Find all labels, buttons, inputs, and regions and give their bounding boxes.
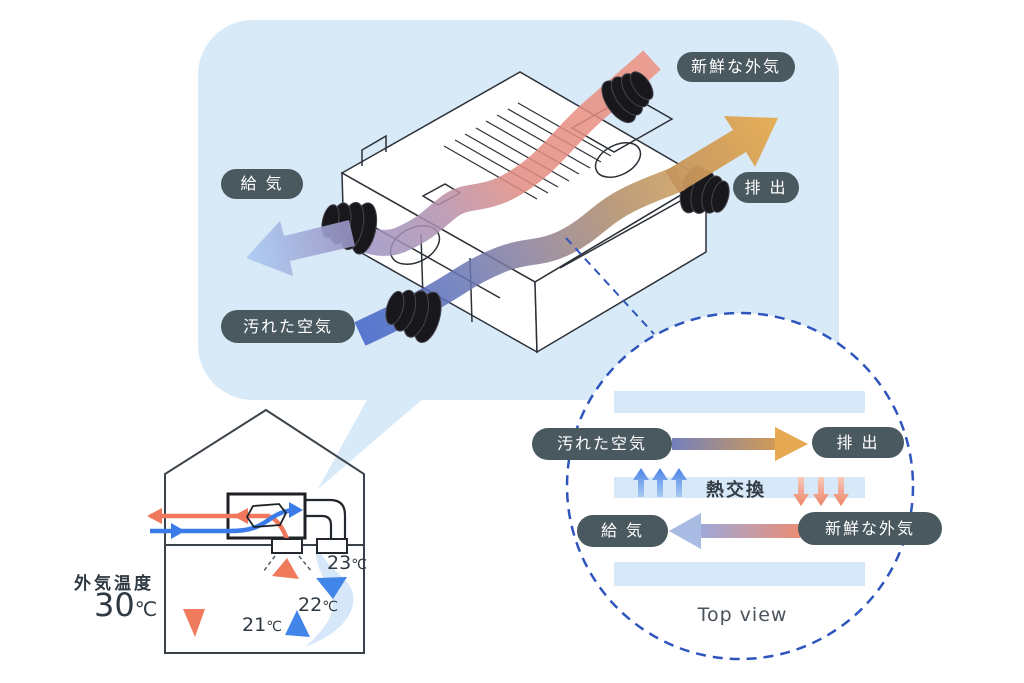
room-temp-21-value: 21 bbox=[242, 614, 267, 636]
house-outline bbox=[164, 408, 365, 654]
top-view-fresh-air-badge: 新鮮な外気 bbox=[798, 512, 942, 545]
room-temp-21-unit: ℃ bbox=[266, 619, 282, 635]
exhaust-arrow bbox=[665, 116, 778, 193]
room-temp-22: 22℃ bbox=[298, 594, 338, 616]
top-view-dashed-circle bbox=[565, 311, 915, 661]
warm-air-suction-triangle bbox=[272, 558, 299, 579]
supply-gradient-arrow-body bbox=[701, 524, 800, 538]
exhaust-badge: 排 出 bbox=[733, 172, 799, 203]
fresh-outdoor-air-badge: 新鮮な外気 bbox=[677, 52, 795, 82]
heat-up-arrows bbox=[633, 468, 687, 497]
outdoor-temp-unit: ℃ bbox=[134, 597, 158, 621]
cool-air-triangle-lower bbox=[285, 610, 310, 637]
intake-arrowhead-outer bbox=[171, 523, 185, 539]
top-view-diagram bbox=[565, 311, 915, 661]
cool-air-swoosh bbox=[305, 553, 354, 647]
fresh-air-band bbox=[342, 50, 661, 256]
dirty-air-duct-icon bbox=[385, 289, 442, 344]
heat-exchanger-ridges bbox=[443, 102, 612, 200]
top-view-supply-badge: 給 気 bbox=[577, 515, 668, 547]
fresh-air-duct-icon bbox=[601, 71, 654, 124]
outdoor-temp-number: 30 bbox=[94, 586, 135, 624]
intake-arrowhead-inner bbox=[289, 502, 303, 518]
heat-down-arrows bbox=[793, 477, 849, 506]
suction-dashes bbox=[262, 555, 313, 573]
exhaust-fan bbox=[594, 142, 642, 178]
room-temp-21: 21℃ bbox=[242, 614, 282, 636]
supply-air-badge: 給 気 bbox=[221, 169, 303, 199]
outdoor-temp-value: 30℃ bbox=[94, 586, 157, 624]
room-temp-22-value: 22 bbox=[298, 594, 323, 616]
top-view-dirty-air-badge: 汚れた空気 bbox=[532, 428, 672, 460]
heat-bar-top bbox=[614, 391, 865, 413]
duct-pipe bbox=[305, 498, 347, 539]
top-view-caption: Top view bbox=[697, 604, 788, 626]
exhaust-arrowhead-inner bbox=[233, 508, 248, 524]
room-temp-23-unit: ℃ bbox=[351, 557, 367, 573]
ceiling-vent-left bbox=[271, 538, 303, 554]
bubble-tail bbox=[318, 398, 424, 489]
exhaust-gradient-arrow-head bbox=[775, 427, 808, 461]
top-view-exhaust-badge: 排 出 bbox=[812, 427, 904, 458]
exhaust-gradient-arrow-body bbox=[672, 438, 775, 450]
exhaust-arrowhead-outer bbox=[147, 508, 162, 524]
room-temp-22-unit: ℃ bbox=[322, 599, 338, 615]
heat-bar-bottom bbox=[614, 562, 865, 586]
heat-exchange-label: 熱交換 bbox=[706, 480, 766, 501]
leader-dashed-line bbox=[565, 237, 655, 335]
heat-exchanger-hexagon bbox=[245, 503, 288, 528]
dirty-air-badge: 汚れた空気 bbox=[221, 310, 355, 343]
outdoor-temp-label: 外気温度 bbox=[74, 574, 154, 594]
ceiling-vent-right bbox=[316, 538, 348, 554]
room-temp-23-value: 23 bbox=[327, 552, 352, 574]
cool-air-triangle-upper bbox=[316, 577, 347, 599]
warm-air-triangle bbox=[183, 609, 205, 637]
supply-gradient-arrow-head bbox=[669, 513, 701, 549]
supply-arrow bbox=[246, 220, 355, 276]
house-diagram bbox=[147, 408, 365, 654]
room-temp-23: 23℃ bbox=[327, 552, 367, 574]
